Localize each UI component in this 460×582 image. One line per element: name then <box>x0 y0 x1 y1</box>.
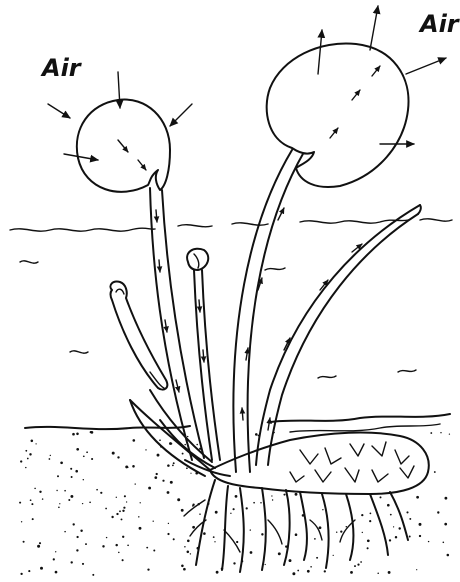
leaf-bud <box>187 249 220 460</box>
air-label-right: Air <box>420 12 459 36</box>
basal-leaves <box>130 390 230 476</box>
water-surface <box>10 219 452 378</box>
air-label-left: Air <box>42 56 81 80</box>
rhizome <box>210 433 429 494</box>
left-petiole <box>150 188 204 460</box>
left-leaf-blade <box>77 100 170 192</box>
sediment-surface <box>25 414 450 432</box>
right-leaf-blade <box>267 43 409 187</box>
